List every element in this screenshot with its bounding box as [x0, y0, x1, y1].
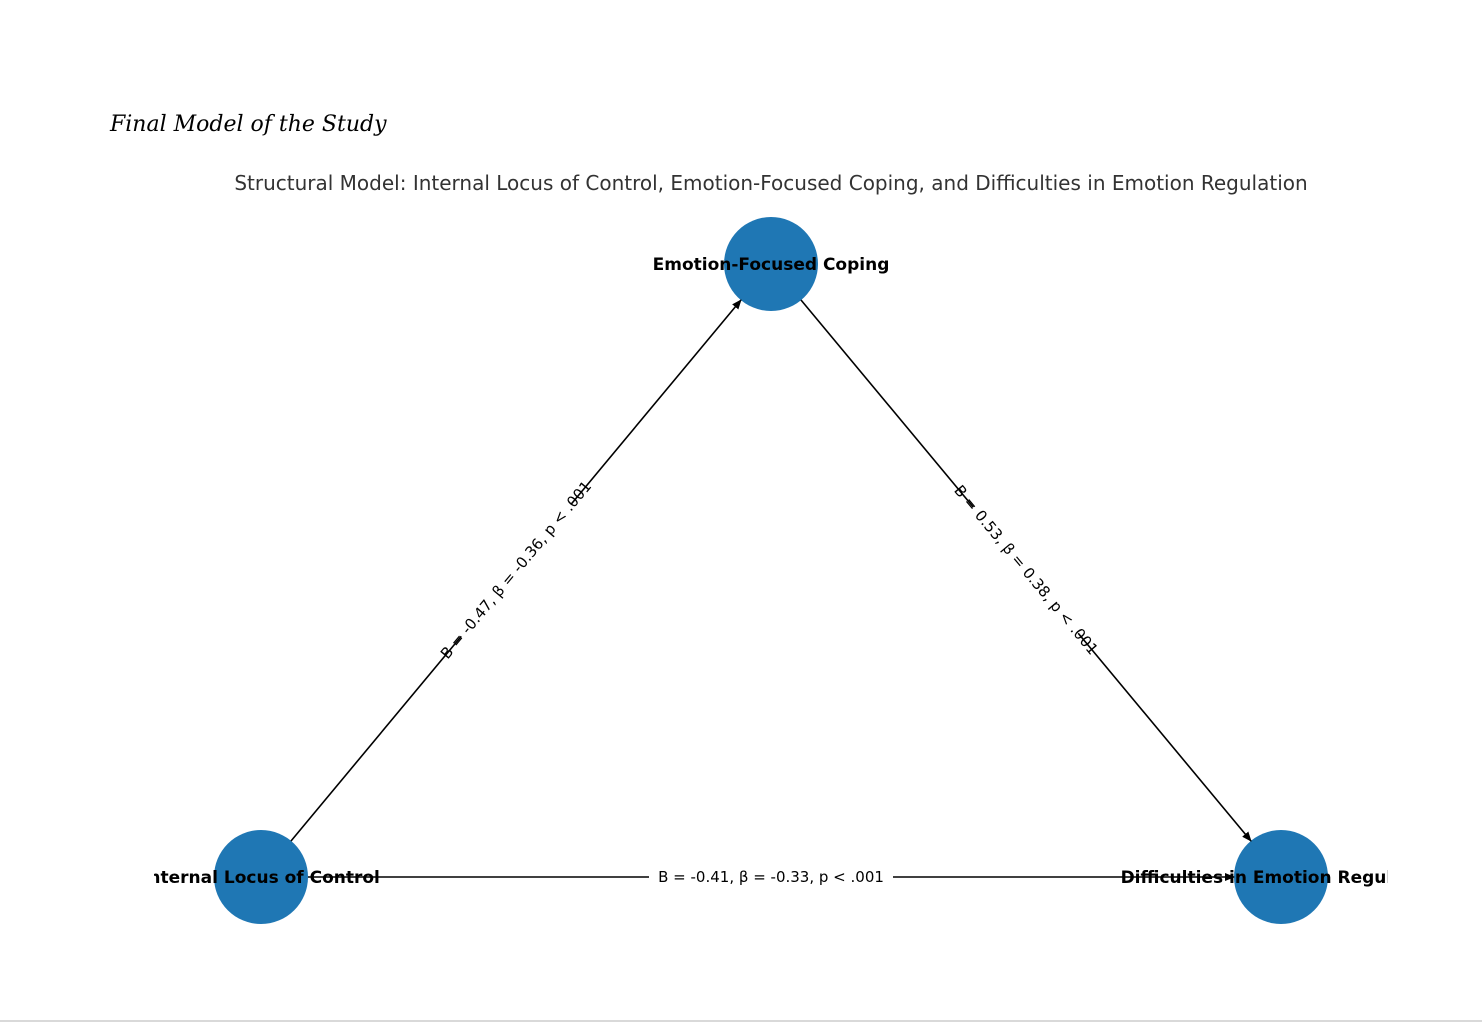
- page-bottom-rule: [0, 1020, 1482, 1022]
- diagram-body: B = -0.47, β = -0.36, p < .001 B = 0.53,…: [142, 217, 1442, 924]
- node-emotion-focused-coping: [724, 217, 818, 311]
- diagram-title: Structural Model: Internal Locus of Cont…: [234, 171, 1307, 195]
- node-internal-locus-of-control: [214, 830, 308, 924]
- node-label-difficulties-in-emotion-regulation: Difficulties in Emotion Regulation: [1121, 868, 1442, 888]
- edge-label-group-efc-der: B = 0.53, β = 0.38, p < .001: [950, 482, 1101, 659]
- edge-label-efc-der: B = 0.53, β = 0.38, p < .001: [950, 482, 1101, 659]
- edge-label-group-iloc-efc: B = -0.47, β = -0.36, p < .001: [437, 478, 595, 663]
- edge-label-group-iloc-der: B = -0.41, β = -0.33, p < .001: [649, 866, 893, 888]
- node-label-emotion-focused-coping: Emotion-Focused Coping: [653, 255, 890, 275]
- node-label-internal-locus-of-control: Internal Locus of Control: [142, 868, 380, 888]
- edge-label-iloc-efc: B = -0.47, β = -0.36, p < .001: [437, 478, 595, 663]
- figure-caption: Final Model of the Study: [109, 112, 387, 137]
- edge-label-iloc-der: B = -0.41, β = -0.33, p < .001: [658, 868, 884, 886]
- node-difficulties-in-emotion-regulation: [1234, 830, 1328, 924]
